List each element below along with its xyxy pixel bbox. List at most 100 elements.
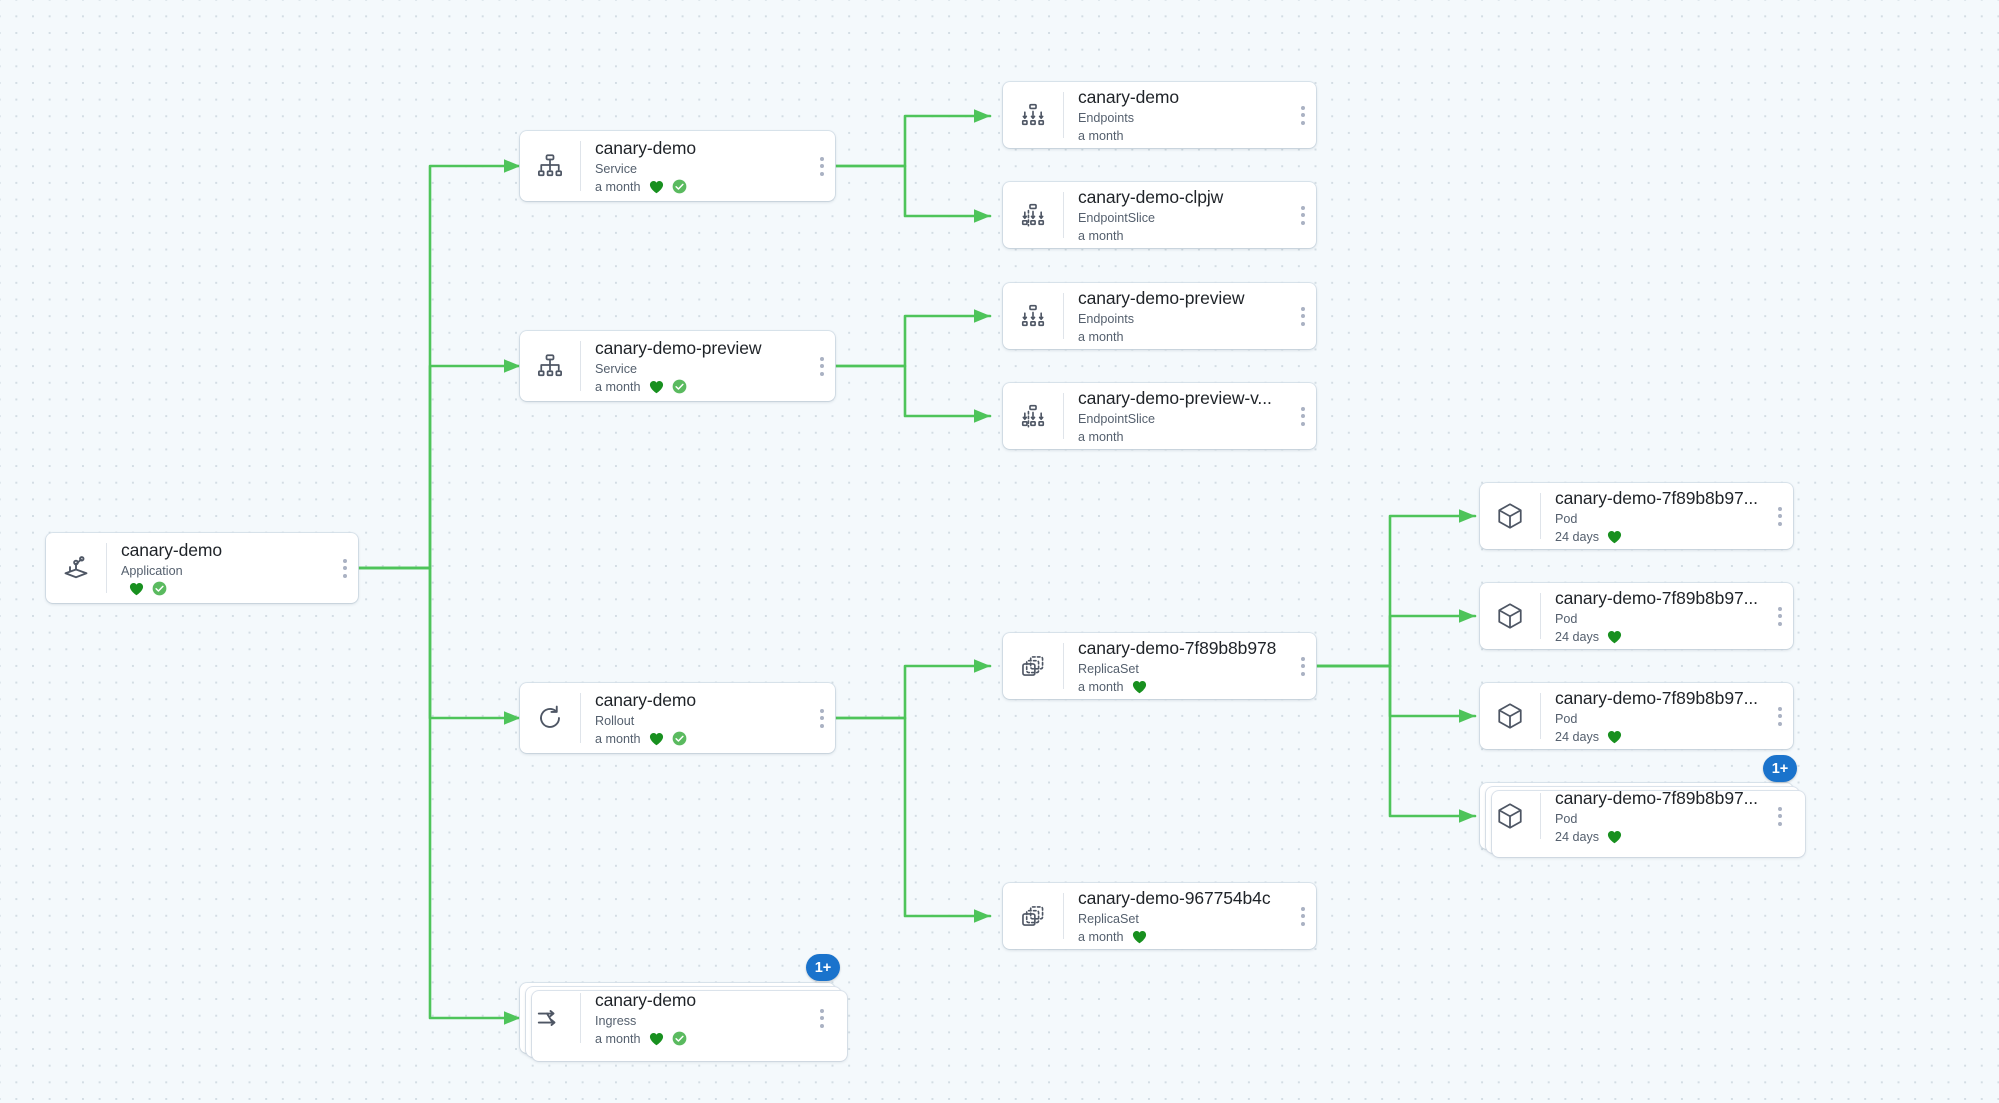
card-divider — [1063, 92, 1064, 138]
node-age: 24 days — [1555, 829, 1600, 844]
node-meta: 24 days — [1555, 529, 1761, 545]
card-divider — [580, 693, 581, 743]
healthy-heart-icon — [649, 1032, 664, 1046]
node-menu-button[interactable] — [1290, 283, 1316, 349]
node-kind: Pod — [1555, 811, 1578, 826]
card-divider — [580, 993, 581, 1043]
node-title: canary-demo — [595, 989, 697, 1010]
node-kind: Rollout — [595, 713, 635, 728]
node-title: canary-demo-7f89b8b97... — [1555, 587, 1758, 608]
node-age: a month — [1078, 429, 1124, 444]
node-pod-1[interactable]: canary-demo-7f89b8b97... Pod 24 days — [1480, 483, 1793, 549]
node-title: canary-demo-preview — [1078, 287, 1245, 308]
node-pod-2[interactable]: canary-demo-7f89b8b97... Pod 24 days — [1480, 583, 1793, 649]
node-menu-button[interactable] — [809, 131, 835, 201]
node-age: a month — [1078, 228, 1124, 243]
node-title: canary-demo-preview — [595, 337, 762, 358]
node-kind: Application — [121, 564, 183, 578]
node-menu-button[interactable] — [1290, 383, 1316, 449]
node-menu-button[interactable] — [1290, 82, 1316, 148]
node-title: canary-demo-7f89b8b97... — [1555, 487, 1758, 508]
node-age: a month — [595, 1031, 641, 1046]
healthy-heart-icon — [1607, 530, 1622, 544]
node-age: a month — [1078, 128, 1124, 143]
node-replicaset-967754b4c[interactable]: canary-demo-967754b4c ReplicaSet a month — [1003, 883, 1316, 949]
node-title: canary-demo-7f89b8b978 — [1078, 637, 1277, 658]
node-menu-button[interactable] — [809, 983, 835, 1053]
node-meta: a month — [595, 379, 803, 395]
node-kind: Ingress — [595, 1013, 637, 1028]
card-divider — [1063, 192, 1064, 238]
node-menu-button[interactable] — [332, 533, 358, 603]
node-menu-button[interactable] — [1290, 182, 1316, 248]
node-kind: Pod — [1555, 611, 1578, 626]
service-icon — [520, 131, 580, 201]
replicaset-icon — [1003, 633, 1063, 699]
replicaset-icon — [1003, 883, 1063, 949]
card-divider — [106, 543, 107, 593]
node-title: canary-demo-7f89b8b97... — [1555, 787, 1758, 808]
node-pod-3[interactable]: canary-demo-7f89b8b97... Pod 24 days — [1480, 683, 1793, 749]
node-menu-button[interactable] — [1767, 583, 1793, 649]
card-divider — [1063, 293, 1064, 339]
healthy-heart-icon — [129, 582, 144, 596]
synced-check-icon — [672, 731, 687, 746]
node-kind: Service — [595, 161, 637, 176]
node-meta — [121, 581, 326, 596]
node-kind: Endpoints — [1078, 110, 1135, 125]
pod-icon — [1480, 483, 1540, 549]
healthy-heart-icon — [1607, 830, 1622, 844]
node-meta: a month — [1078, 228, 1284, 244]
pod-collapsed-count-badge[interactable]: 1+ — [1763, 755, 1797, 782]
ingress-icon — [520, 983, 580, 1053]
card-divider — [1063, 643, 1064, 689]
node-application-canary-demo[interactable]: canary-demo Application — [46, 533, 358, 603]
card-divider — [1063, 893, 1064, 939]
node-menu-button[interactable] — [1767, 683, 1793, 749]
node-title: canary-demo — [121, 540, 223, 560]
node-age: a month — [1078, 929, 1124, 944]
node-ingress-canary-demo[interactable]: canary-demo Ingress a month — [520, 983, 847, 1061]
pod-icon — [1480, 783, 1540, 849]
node-menu-button[interactable] — [1767, 783, 1793, 849]
node-title: canary-demo-clpjw — [1078, 186, 1224, 207]
node-endpoints-canary-demo-preview[interactable]: canary-demo-preview Endpoints a month — [1003, 283, 1316, 349]
node-kind: Pod — [1555, 511, 1578, 526]
ingress-collapsed-count-badge[interactable]: 1+ — [806, 954, 840, 981]
node-title: canary-demo — [595, 137, 697, 158]
node-title: canary-demo — [1078, 86, 1180, 107]
node-meta: a month — [1078, 929, 1284, 945]
node-menu-button[interactable] — [1290, 633, 1316, 699]
pod-icon — [1480, 583, 1540, 649]
node-meta: 24 days — [1555, 829, 1761, 845]
node-meta: a month — [595, 731, 803, 747]
node-meta: a month — [1078, 128, 1284, 144]
node-age: 24 days — [1555, 529, 1600, 544]
node-service-canary-demo[interactable]: canary-demo Service a month — [520, 131, 835, 201]
node-menu-button[interactable] — [809, 331, 835, 401]
node-kind: Service — [595, 361, 637, 376]
node-endpointslice-canary-demo-preview[interactable]: canary-demo-preview-v... EndpointSlice a… — [1003, 383, 1316, 449]
healthy-heart-icon — [649, 180, 664, 194]
synced-check-icon — [672, 379, 687, 394]
node-kind: ReplicaSet — [1078, 911, 1139, 926]
healthy-heart-icon — [649, 380, 664, 394]
endpoints-icon — [1003, 82, 1063, 148]
service-icon — [520, 331, 580, 401]
node-service-canary-demo-preview[interactable]: canary-demo-preview Service a month — [520, 331, 835, 401]
node-rollout-canary-demo[interactable]: canary-demo Rollout a month — [520, 683, 835, 753]
node-endpoints-canary-demo[interactable]: canary-demo Endpoints a month — [1003, 82, 1316, 148]
node-endpointslice-canary-demo-clpjw[interactable]: canary-demo-clpjw EndpointSlice a month — [1003, 182, 1316, 248]
node-menu-button[interactable] — [1767, 483, 1793, 549]
node-menu-button[interactable] — [1290, 883, 1316, 949]
healthy-heart-icon — [1132, 930, 1147, 944]
node-menu-button[interactable] — [809, 683, 835, 753]
node-age: a month — [595, 379, 641, 394]
node-pod-4[interactable]: canary-demo-7f89b8b97... Pod 24 days — [1480, 783, 1805, 857]
rollout-icon — [520, 683, 580, 753]
node-replicaset-7f89b8b978[interactable]: canary-demo-7f89b8b978 ReplicaSet a mont… — [1003, 633, 1316, 699]
healthy-heart-icon — [1607, 730, 1622, 744]
node-title: canary-demo-7f89b8b97... — [1555, 687, 1758, 708]
endpointslice-icon — [1003, 182, 1063, 248]
